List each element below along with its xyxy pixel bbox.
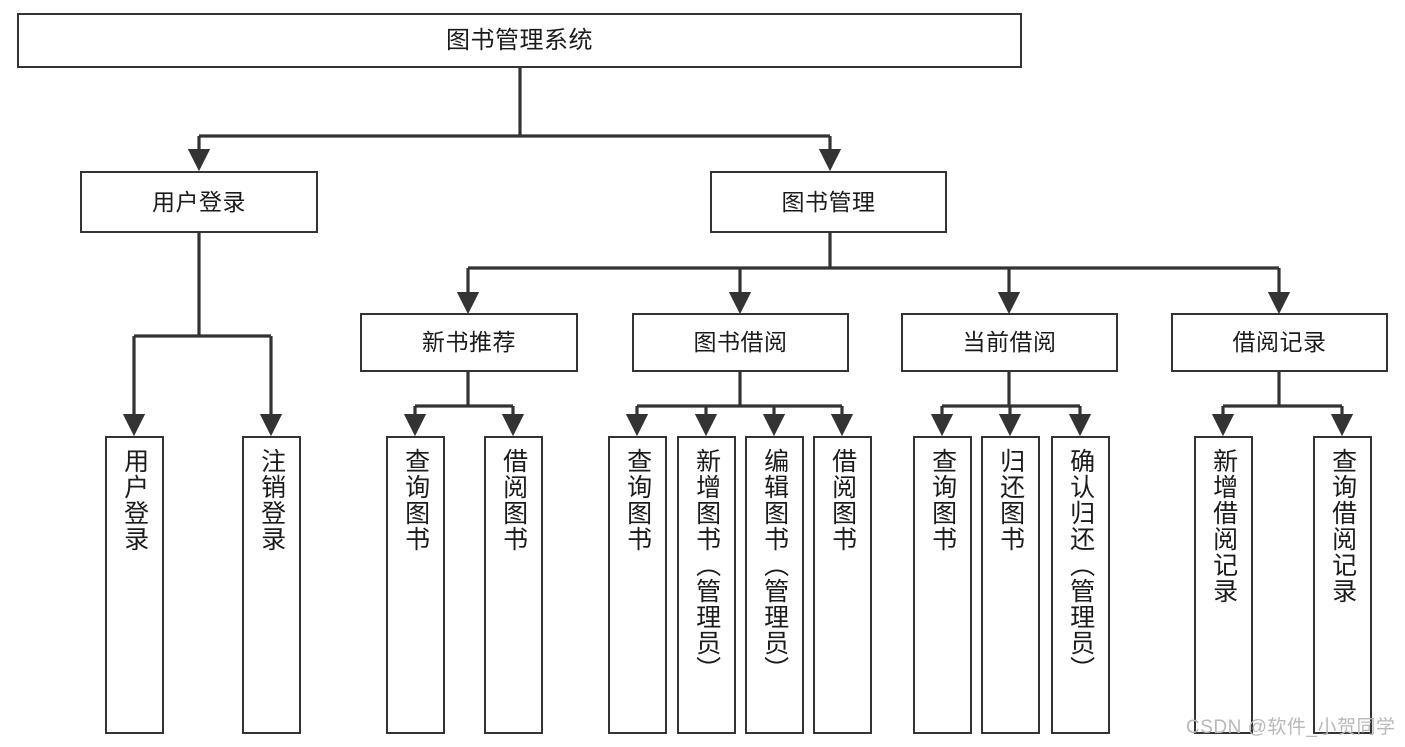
node-book-borrow[interactable]: 图书借阅 xyxy=(632,313,849,372)
node-label: 归还图书 xyxy=(996,448,1025,552)
leaf-record-add-record[interactable]: 新增借阅记录 xyxy=(1194,436,1253,734)
node-label: 查询图书 xyxy=(401,448,430,552)
node-label: 当前借阅 xyxy=(962,329,1057,356)
node-label: 确认归还（管理员） xyxy=(1066,448,1095,682)
node-label: 新增借阅记录 xyxy=(1209,448,1238,604)
node-label: 查询图书 xyxy=(928,448,957,552)
node-label: 借阅记录 xyxy=(1232,329,1327,356)
leaf-borrow-query-book[interactable]: 查询图书 xyxy=(608,436,667,734)
leaf-borrow-borrow-book[interactable]: 借阅图书 xyxy=(813,436,872,734)
node-label: 新书推荐 xyxy=(422,329,516,356)
leaf-borrow-edit-book-admin[interactable]: 编辑图书（管理员） xyxy=(745,436,804,734)
node-root-system[interactable]: 图书管理系统 xyxy=(17,13,1022,68)
node-user-login[interactable]: 用户登录 xyxy=(80,171,318,233)
leaf-current-confirm-return-admin[interactable]: 确认归还（管理员） xyxy=(1051,436,1110,734)
node-label: 图书管理系统 xyxy=(446,26,593,54)
leaf-new-book-borrow[interactable]: 借阅图书 xyxy=(484,436,543,734)
node-label: 借阅图书 xyxy=(499,448,528,552)
leaf-current-query-book[interactable]: 查询图书 xyxy=(913,436,972,734)
node-label: 用户登录 xyxy=(152,188,246,215)
leaf-user-login-signin[interactable]: 用户登录 xyxy=(105,436,164,734)
node-label: 用户登录 xyxy=(120,448,149,552)
node-label: 新增图书（管理员） xyxy=(692,448,721,682)
node-label: 查询借阅记录 xyxy=(1328,448,1357,604)
node-current-borrow[interactable]: 当前借阅 xyxy=(901,313,1118,372)
node-borrow-record[interactable]: 借阅记录 xyxy=(1171,313,1388,372)
node-label: 编辑图书（管理员） xyxy=(760,448,789,682)
node-label: 查询图书 xyxy=(623,448,652,552)
node-label: 图书借阅 xyxy=(693,329,788,356)
node-book-management[interactable]: 图书管理 xyxy=(710,171,947,233)
watermark-text: CSDN @软件_小贺同学 xyxy=(1186,717,1396,738)
leaf-user-login-signout[interactable]: 注销登录 xyxy=(242,436,301,734)
leaf-borrow-add-book-admin[interactable]: 新增图书（管理员） xyxy=(677,436,736,734)
node-label: 借阅图书 xyxy=(828,448,857,552)
node-label: 注销登录 xyxy=(257,448,286,552)
node-new-book-recommend[interactable]: 新书推荐 xyxy=(360,313,578,372)
leaf-new-book-query[interactable]: 查询图书 xyxy=(386,436,445,734)
leaf-record-query-record[interactable]: 查询借阅记录 xyxy=(1313,436,1372,734)
node-label: 图书管理 xyxy=(781,188,876,215)
leaf-current-return-book[interactable]: 归还图书 xyxy=(981,436,1040,734)
